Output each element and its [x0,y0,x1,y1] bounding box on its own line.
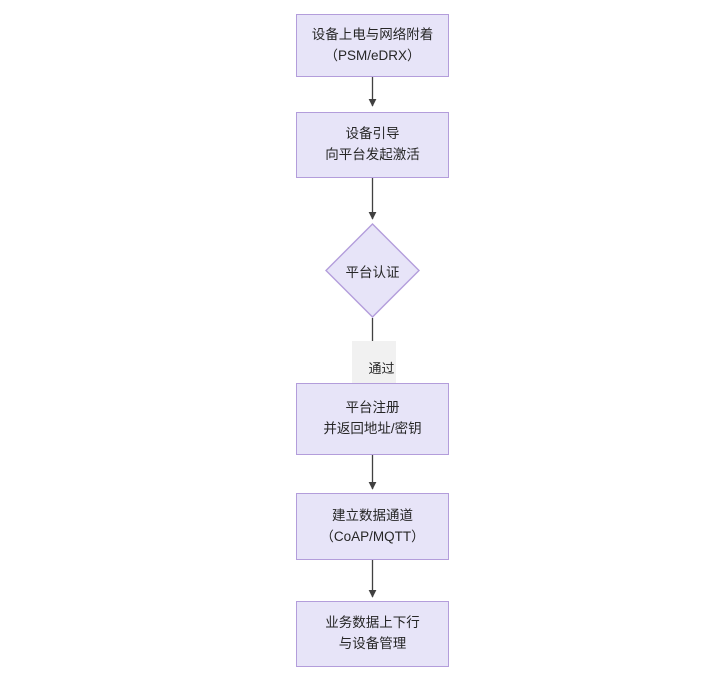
node-line: 设备引导 [345,126,400,142]
node-establish-data-channel[interactable]: 建立数据通道 （CoAP/MQTT） [296,493,449,560]
node-line: 平台注册 [345,400,400,416]
node-device-power-on[interactable]: 设备上电与网络附着 （PSM/eDRX） [296,14,449,77]
node-platform-authentication[interactable]: 平台认证 [325,223,420,318]
node-business-data-and-device-management[interactable]: 业务数据上下行 与设备管理 [296,601,449,667]
node-line: 建立数据通道 [332,507,413,523]
node-line: 并返回地址/密钥 [323,421,422,436]
node-line: 设备上电与网络附着 [311,26,434,42]
node-line: （CoAP/MQTT） [320,528,425,544]
node-line: （PSM/eDRX） [324,47,421,63]
node-line: 平台认证 [345,264,400,280]
node-device-bootstrap[interactable]: 设备引导 向平台发起激活 [296,112,449,178]
node-platform-registration[interactable]: 平台注册 并返回地址/密钥 [296,383,449,455]
diamond-shape [325,223,420,318]
node-line: 向平台发起激活 [325,147,420,162]
edge-label-text: 通过 [368,360,395,376]
node-line: 业务数据上下行 [325,615,420,631]
node-line: 与设备管理 [338,636,407,651]
